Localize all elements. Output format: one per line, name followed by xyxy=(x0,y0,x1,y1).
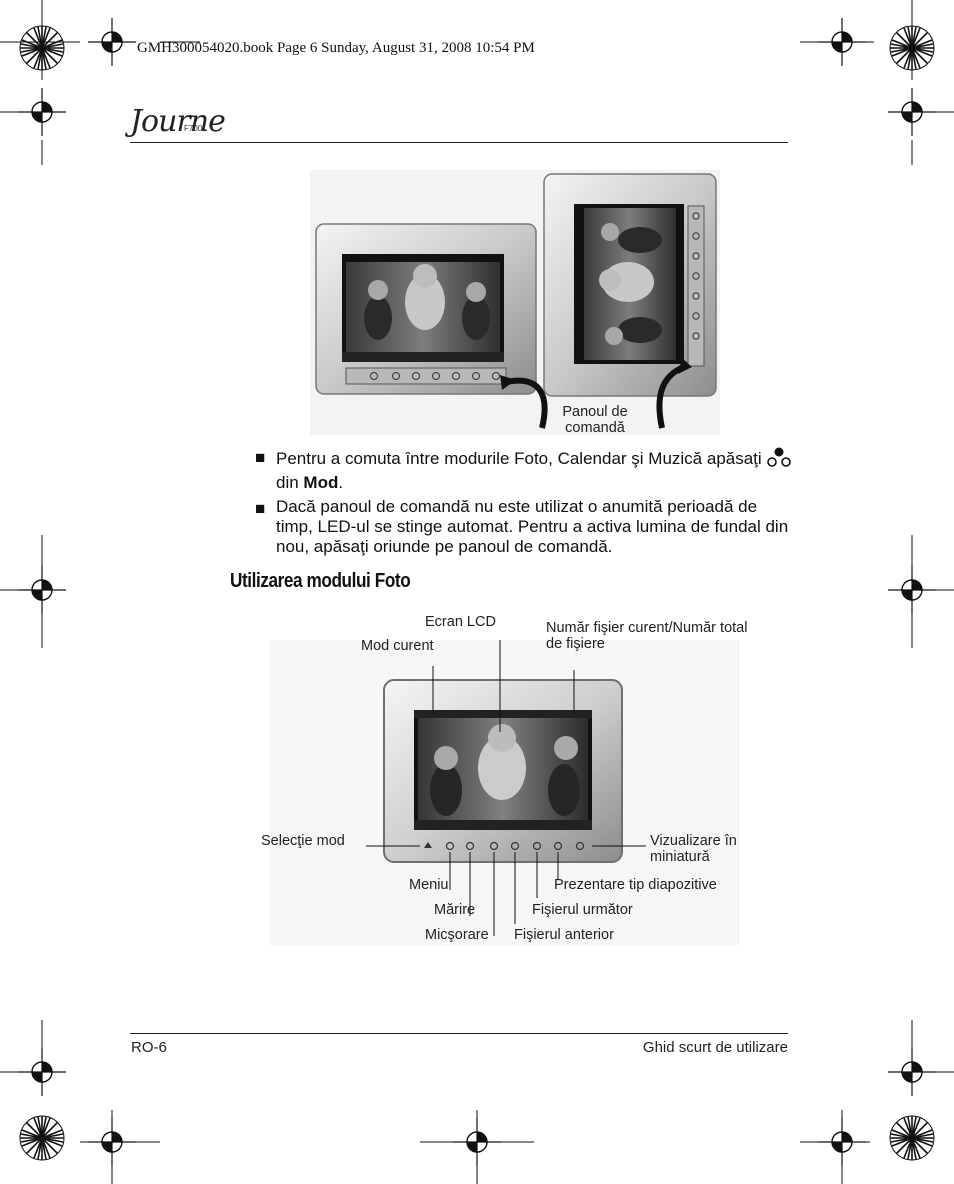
callout-numar-fisier-2: de fişiere xyxy=(546,636,605,652)
top-figure xyxy=(310,170,720,435)
callout-meniu: Meniu xyxy=(409,877,449,893)
footer-guide-title: Ghid scurt de utilizare xyxy=(642,1039,788,1056)
callout-fisierul-anterior: Fişierul anterior xyxy=(514,927,614,943)
bullet-1-middle: din xyxy=(276,473,304,492)
bullet-text-2: Dacă panoul de comandă nu este utilizat … xyxy=(276,497,789,556)
page-number: RO-6 xyxy=(131,1039,167,1056)
callout-fisierul-urmator: Fişierul următor xyxy=(532,902,633,918)
mode-button-icon xyxy=(766,446,792,473)
section-heading: Utilizarea modului Foto xyxy=(230,570,411,592)
panel-caption: Panoul de comandă xyxy=(552,404,638,436)
mod-bold: Mod xyxy=(303,473,339,492)
callout-prezentare: Prezentare tip diapozitive xyxy=(554,877,717,893)
bullet-square-2: ■ xyxy=(255,499,266,518)
callout-numar-fisier-1: Număr fişier curent/Număr total xyxy=(546,620,748,636)
callout-mod-curent: Mod curent xyxy=(361,638,434,654)
callout-vizualizare: Vizualizare în miniatură xyxy=(650,833,737,865)
footer-rule xyxy=(130,1033,788,1034)
callout-vizualizare-2: miniatură xyxy=(650,849,710,865)
bullet-1-before: Pentru a comuta între modurile Foto, Cal… xyxy=(276,448,767,468)
header-rule xyxy=(130,142,788,143)
print-info-line: GMH300054020.book Page 6 Sunday, August … xyxy=(137,40,535,56)
brand-logo: Journe xyxy=(130,104,226,139)
model-label: F700 xyxy=(184,124,203,133)
callout-marire: Mărire xyxy=(434,902,476,918)
bullet-square-1: ■ xyxy=(255,448,266,467)
bullet-1-after: . xyxy=(338,473,344,492)
callout-selectie-mod: Selecţie mod xyxy=(261,833,345,849)
bullet-text-1: Pentru a comuta între modurile Foto, Cal… xyxy=(276,446,796,493)
callout-ecran-lcd: Ecran LCD xyxy=(425,614,496,630)
callout-micsorare: Micşorare xyxy=(425,927,489,943)
callout-numar-fisier: Număr fişier curent/Număr total de fişie… xyxy=(546,620,747,652)
panel-caption-line2: comandă xyxy=(565,420,625,436)
callout-vizualizare-1: Vizualizare în xyxy=(650,833,737,849)
panel-caption-line1: Panoul de xyxy=(562,404,628,420)
photo-mode-diagram xyxy=(270,640,740,945)
